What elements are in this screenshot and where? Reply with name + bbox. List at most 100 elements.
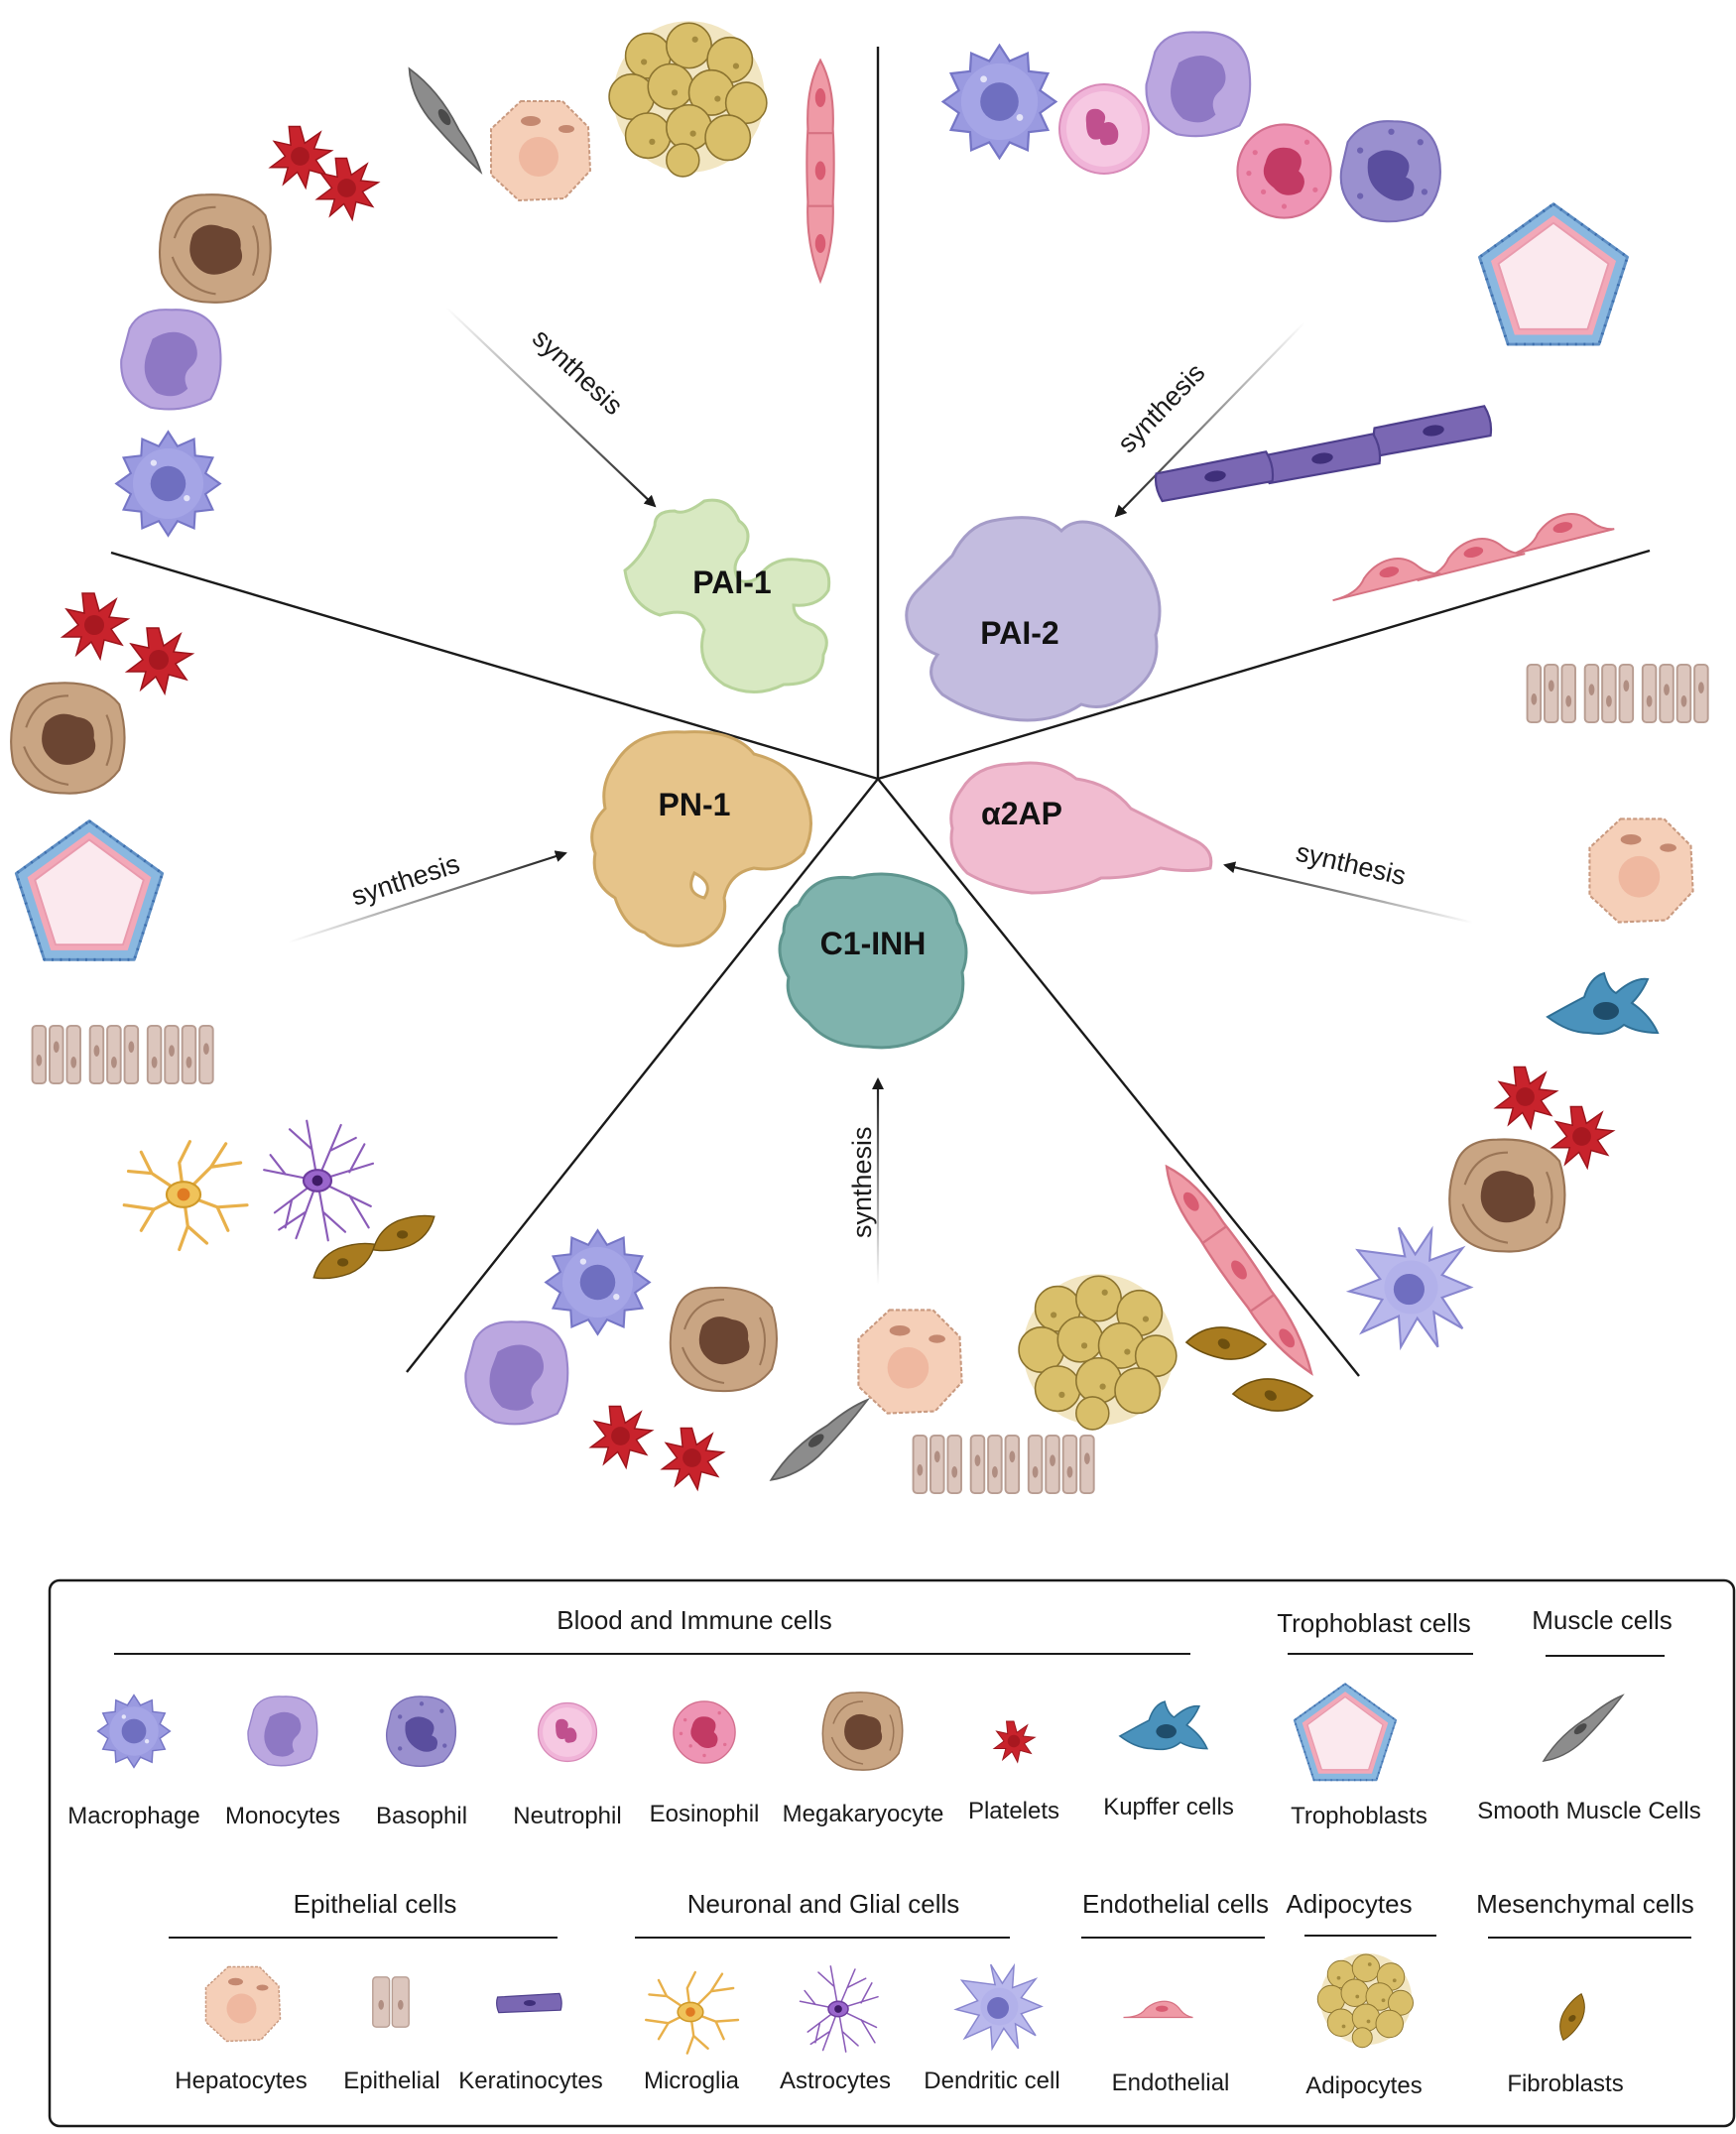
legend-panel: Blood and Immune cells Trophoblast cells…	[48, 1578, 1736, 2128]
a2ap-source-cells	[1152, 663, 1709, 1431]
epithelial-icon	[912, 1434, 1095, 1495]
legend-platelets-label: Platelets	[968, 1798, 1059, 1824]
arrow-c1inh: synthesis	[847, 1077, 884, 1285]
fibroblast-icon	[1231, 1359, 1314, 1431]
epithelial-icon	[31, 1024, 214, 1085]
endothelial-icon	[1325, 547, 1442, 602]
legend-dendritic-label: Dendritic cell	[924, 2068, 1059, 2094]
c1inh-blob: C1-INH	[778, 872, 968, 1050]
legend-group-epithelial: Epithelial cells	[294, 1889, 457, 1919]
legend-basophil-icon	[385, 1695, 457, 1768]
endothelial-icon	[805, 59, 836, 283]
legend-epithelial-label: Epithelial	[343, 2068, 439, 2094]
pai1-label: PAI-1	[692, 565, 771, 600]
platelet-icon	[661, 1427, 725, 1491]
fibroblast-icon	[372, 1214, 435, 1252]
basophil-icon	[1339, 120, 1441, 223]
legend-macrophage-label: Macrophage	[67, 1803, 199, 1829]
megakaryocyte-icon	[1448, 1138, 1566, 1253]
macrophage-icon	[941, 44, 1057, 160]
arrow-a2ap-label: synthesis	[1294, 837, 1409, 892]
legend-hepatocytes-label: Hepatocytes	[175, 2068, 307, 2094]
keratinocyte-icon	[1259, 432, 1384, 485]
pai2-label: PAI-2	[980, 615, 1058, 651]
pai1-blob: PAI-1	[623, 498, 831, 693]
dendritic-cell-icon	[1348, 1226, 1472, 1348]
monocyte-icon	[120, 309, 222, 411]
trophoblast-icon	[14, 819, 165, 961]
epithelial-icon	[1526, 663, 1709, 724]
keratinocyte-icon	[1370, 404, 1495, 457]
arrow-a2ap: synthesis	[1223, 837, 1474, 925]
arrow-pn1: synthesis	[287, 848, 567, 944]
sector-dividers	[110, 47, 1651, 1377]
legend-eosinophil-icon	[673, 1700, 736, 1764]
arrow-pn1-label: synthesis	[348, 848, 463, 911]
hepatocyte-icon	[490, 100, 591, 201]
trophoblast-icon	[1478, 202, 1629, 346]
legend-eosinophil-label: Eosinophil	[650, 1801, 760, 1827]
astrocyte-icon	[263, 1119, 375, 1242]
legend-adipocytes-label: Adipocytes	[1305, 2072, 1422, 2099]
legend-group-adipocytes: Adipocytes	[1286, 1889, 1412, 1919]
arrow-c1inh-label: synthesis	[847, 1126, 877, 1238]
endothelial-icon	[1499, 502, 1616, 558]
arrow-pai1: synthesis	[445, 307, 657, 508]
adipocyte-icon	[608, 20, 768, 178]
legend-megakaryocyte-label: Megakaryocyte	[783, 1801, 944, 1827]
legend-group-muscle: Muscle cells	[1532, 1605, 1673, 1635]
platelet-icon	[62, 592, 129, 660]
legend-smooth-muscle-label: Smooth Muscle Cells	[1477, 1798, 1700, 1824]
legend-fibroblasts-label: Fibroblasts	[1507, 2071, 1623, 2097]
hepatocyte-icon	[857, 1309, 963, 1415]
macrophage-icon	[115, 431, 221, 537]
megakaryocyte-icon	[10, 682, 126, 795]
monocyte-icon	[1145, 31, 1252, 138]
c1inh-label: C1-INH	[820, 926, 927, 961]
pn1-source-cells	[10, 592, 435, 1280]
legend-trophoblasts-label: Trophoblasts	[1291, 1803, 1427, 1829]
legend-keratinocytes-icon	[495, 1992, 562, 2014]
arrow-pai1-label: synthesis	[527, 322, 629, 421]
legend-endothelial-label: Endothelial	[1112, 2070, 1230, 2096]
kupffer-cell-icon	[1547, 972, 1659, 1035]
legend-group-neuronal-glial: Neuronal and Glial cells	[687, 1889, 960, 1919]
pai2-blob: PAI-2	[905, 516, 1162, 722]
platelet-icon	[589, 1405, 654, 1469]
legend-monocytes-icon	[247, 1695, 318, 1767]
megakaryocyte-icon	[158, 193, 272, 304]
legend-keratinocytes-label: Keratinocytes	[458, 2068, 602, 2094]
platelet-icon	[269, 125, 333, 189]
a2ap-blob: α2AP	[949, 761, 1213, 895]
legend-group-endothelial: Endothelial cells	[1082, 1889, 1269, 1919]
platelet-icon	[1550, 1105, 1615, 1170]
a2ap-label: α2AP	[981, 796, 1062, 831]
neutrophil-icon	[1058, 83, 1150, 175]
legend-neutrophil-label: Neutrophil	[513, 1803, 621, 1829]
smooth-muscle-icon	[400, 67, 490, 174]
pai2-source-cells	[941, 31, 1629, 602]
c1inh-source-cells	[464, 1229, 1178, 1495]
monocyte-icon	[464, 1320, 569, 1426]
microglia-icon	[122, 1140, 249, 1252]
platelet-icon	[1494, 1066, 1558, 1130]
legend-neutrophil-icon	[537, 1701, 598, 1763]
pai1-source-cells	[115, 20, 836, 537]
legend-astrocytes-label: Astrocytes	[780, 2068, 891, 2094]
legend-microglia-label: Microglia	[644, 2068, 740, 2094]
pn1-label: PN-1	[659, 787, 731, 822]
arrow-pai2-label: synthesis	[1112, 357, 1211, 458]
fibroblast-icon	[312, 1242, 376, 1280]
pn1-blob: PN-1	[590, 730, 812, 947]
legend-monocytes-label: Monocytes	[225, 1803, 340, 1829]
hepatocyte-icon	[1588, 817, 1694, 924]
legend-basophil-label: Basophil	[376, 1803, 467, 1829]
legend-group-trophoblast: Trophoblast cells	[1277, 1608, 1471, 1638]
adipocyte-icon	[1018, 1273, 1178, 1431]
platelet-icon	[315, 157, 380, 221]
smooth-muscle-icon	[770, 1399, 869, 1481]
megakaryocyte-icon	[669, 1286, 778, 1393]
legend-kupffer-label: Kupffer cells	[1103, 1794, 1234, 1820]
eosinophil-icon	[1236, 123, 1332, 219]
